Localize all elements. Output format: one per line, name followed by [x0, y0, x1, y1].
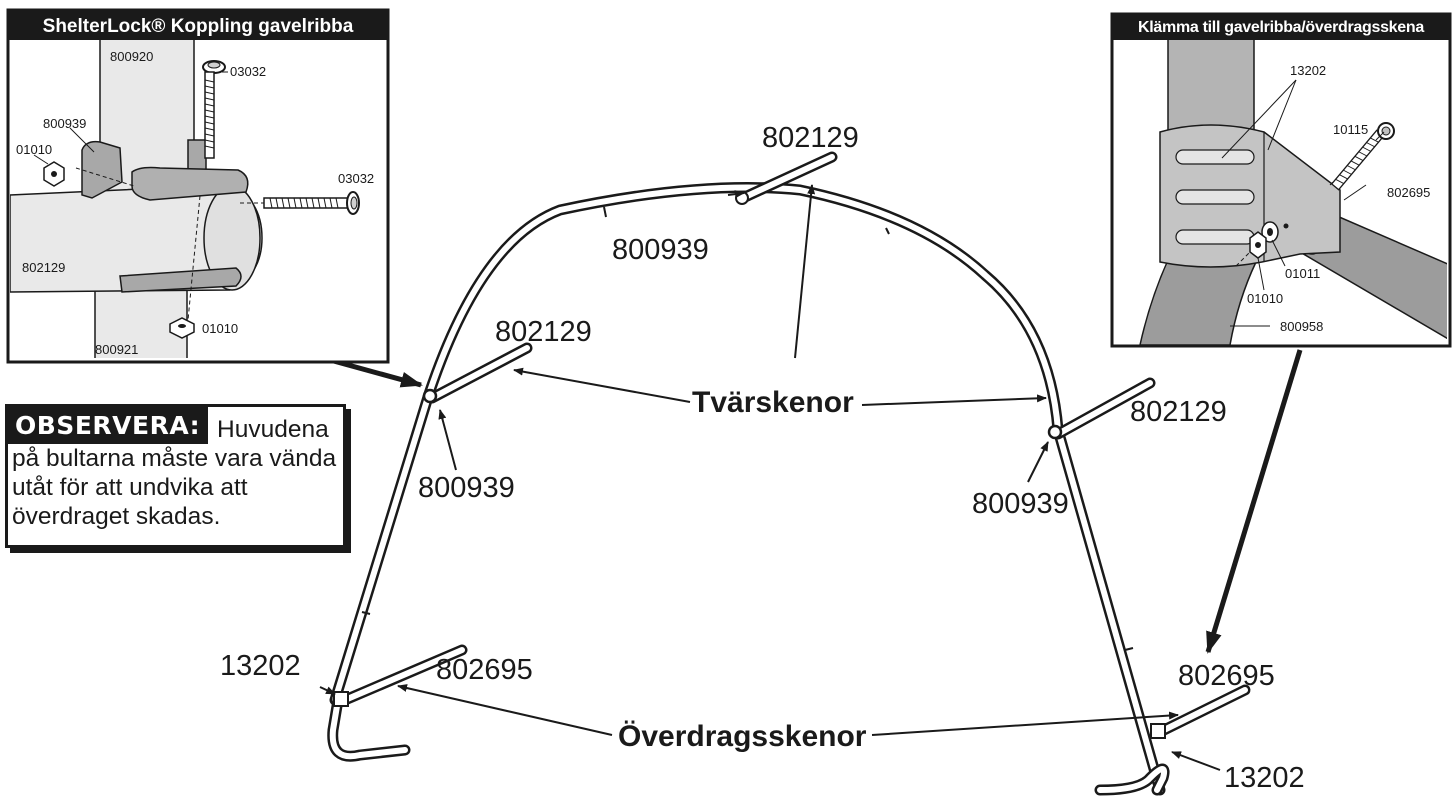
- cover-rail-right: [1150, 684, 1251, 739]
- left-detail-panel: [6, 8, 390, 364]
- label-crossbar-right: 802129: [1130, 396, 1227, 428]
- note-heading: OBSERVERA:: [8, 407, 209, 444]
- main-arch-frame: [327, 151, 1251, 796]
- label-tube: 800958: [1280, 319, 1324, 334]
- crossbar-right: [1047, 377, 1156, 440]
- label-crossbar-left: 802129: [495, 316, 592, 348]
- label-bolt-right: 03032: [338, 171, 375, 186]
- label-crossbar: 802129: [22, 260, 66, 275]
- left-panel-title: ShelterLock® Koppling gavelribba: [8, 13, 388, 40]
- label-clamp: 13202: [1290, 63, 1327, 78]
- label-bracket-right: 800939: [972, 488, 1069, 520]
- crossbar-left: [422, 342, 533, 404]
- pointer-left-detail: [329, 357, 423, 388]
- label-rail-right: 802695: [1178, 660, 1275, 692]
- label-nut-left: 01010: [16, 142, 53, 157]
- label-clamp-right: 13202: [1224, 762, 1305, 794]
- label-bracket: 800939: [43, 116, 87, 131]
- note-box: Huvudena på bultarna måste vara vända ut…: [5, 404, 346, 548]
- label-group-crossbars: Tvärskenor: [692, 386, 854, 419]
- note-text-rest: på bultarna måste vara vända utåt för at…: [12, 445, 337, 530]
- label-nut-bottom: 01010: [202, 321, 239, 336]
- note-text: Huvudena på bultarna måste vara vända ut…: [12, 415, 342, 531]
- label-top-upright: 800920: [110, 49, 154, 64]
- label-bracket-top: 800939: [612, 234, 709, 266]
- label-bolt-top: 03032: [230, 64, 267, 79]
- main-leader-arrows: [319, 184, 1221, 771]
- label-clamp-left: 13202: [220, 650, 301, 682]
- label-rail: 802695: [1387, 185, 1431, 200]
- label-bracket-left: 800939: [418, 472, 515, 504]
- pointer-right-detail: [1205, 349, 1303, 654]
- label-group-rails: Överdragsskenor: [618, 720, 867, 753]
- label-bolt-10115: 10115: [1333, 122, 1369, 137]
- label-crossbar-top: 802129: [762, 122, 859, 154]
- right-panel-title: Klämma till gavelribba/överdragsskena: [1112, 15, 1450, 40]
- note-text-first: Huvudena: [217, 416, 329, 443]
- label-bottom-upright: 800921: [95, 342, 139, 357]
- label-rail-left: 802695: [436, 654, 533, 686]
- cover-rail-left: [333, 644, 468, 707]
- label-nut: 01010: [1247, 291, 1284, 306]
- label-washer: 01011: [1285, 266, 1321, 281]
